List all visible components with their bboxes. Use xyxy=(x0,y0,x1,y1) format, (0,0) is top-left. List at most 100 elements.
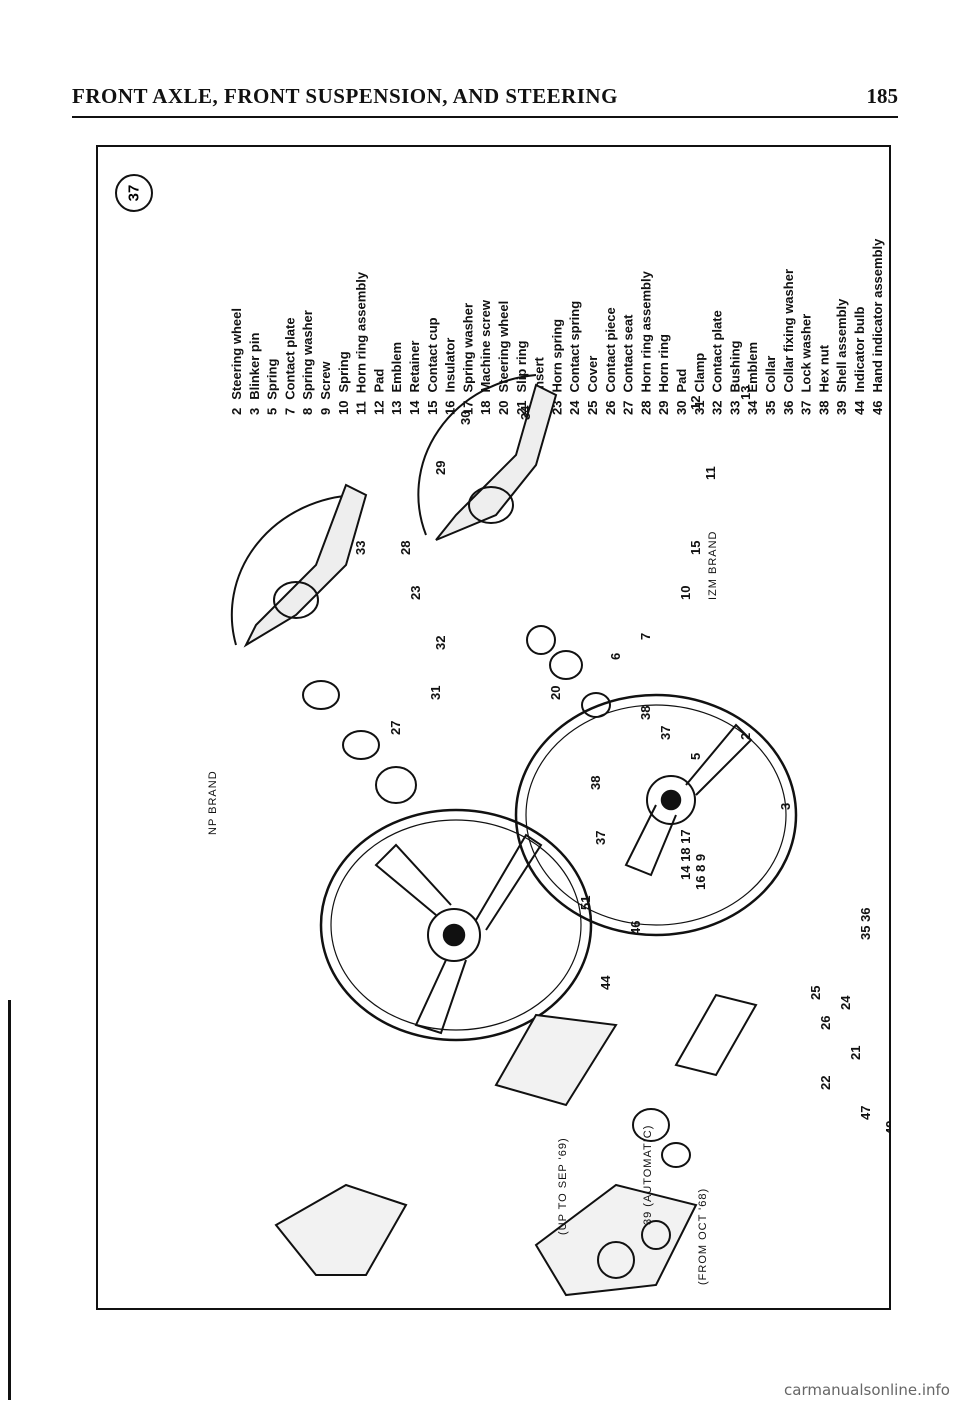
legend-label: Collar xyxy=(763,356,778,393)
legend-number: 9 xyxy=(318,408,333,415)
column-shells xyxy=(274,993,758,1297)
callout-10: 38 xyxy=(588,776,603,790)
callout-32: 21 xyxy=(848,1046,863,1060)
callout-36: 47 xyxy=(858,1106,873,1120)
legend-number: 27 xyxy=(621,401,636,415)
callout-labels: 3430292833233231272038371312111510763837… xyxy=(353,386,891,1135)
legend-label: Shell assembly xyxy=(834,298,849,393)
izm-horn-ring-assembly xyxy=(417,374,558,541)
legend-label: Pad xyxy=(674,369,689,393)
callout-12: 13 xyxy=(738,386,753,400)
legend-label: Slip ring xyxy=(514,340,529,392)
legend-item-3: 3Blinker pin xyxy=(247,333,262,415)
legend-label: Horn spring xyxy=(549,319,564,393)
legend-number: 21 xyxy=(514,401,529,415)
callout-22: 2 xyxy=(738,733,753,740)
legend-number: 8 xyxy=(300,408,315,415)
legend-label: Hand indicator assembly xyxy=(870,238,885,393)
legend-label: Clamp xyxy=(692,353,707,393)
page-header: FRONT AXLE, FRONT SUSPENSION, AND STEERI… xyxy=(72,84,898,114)
callout-30: 26 xyxy=(818,1016,833,1030)
legend-item-29: 29 Horn ring xyxy=(656,334,671,415)
callout-34: 35 36 xyxy=(858,907,873,940)
legend-label: Screw xyxy=(318,361,333,400)
legend-number: 15 xyxy=(425,401,440,415)
legend-number: 30 xyxy=(674,401,689,415)
callout-33: 22 xyxy=(818,1076,833,1090)
np-steering-wheel xyxy=(319,808,593,1042)
legend-number: 28 xyxy=(638,401,653,415)
legend-label: Contact cup xyxy=(425,317,440,392)
legend-item-2: 2Steering wheel xyxy=(229,308,244,415)
legend-label: Contact seat xyxy=(621,314,636,393)
legend-item-37: 37Lock washer xyxy=(799,314,814,415)
callout-1: 30 xyxy=(458,411,473,425)
legend-number: 31 xyxy=(692,401,707,415)
legend-label: Screw xyxy=(888,353,891,392)
legend-label: Spring xyxy=(265,359,280,400)
legend-item-8: 8 Spring washer xyxy=(300,310,315,415)
legend-number: 2 xyxy=(229,408,244,415)
page-title: FRONT AXLE, FRONT SUSPENSION, AND STEERI… xyxy=(72,84,618,108)
callout-7: 31 xyxy=(428,686,443,700)
legend-item-12: 12Pad xyxy=(371,369,386,415)
legend-number: 14 xyxy=(407,400,422,415)
legend-item-20: 20 Steering wheel xyxy=(496,301,511,415)
legend-number: 13 xyxy=(389,401,404,415)
callout-11: 37 xyxy=(593,831,608,845)
legend-item-25: 25Cover xyxy=(585,356,600,415)
legend-number: 25 xyxy=(585,401,600,415)
scan-edge-mark xyxy=(8,1000,11,1400)
legend-number: 11 xyxy=(354,401,369,415)
legend-label: Spring washer xyxy=(460,303,475,393)
callout-8: 27 xyxy=(388,721,403,735)
legend-label: Horn ring assembly xyxy=(638,270,653,392)
legend-label: Steering wheel xyxy=(496,301,511,393)
legend-label: Contact spring xyxy=(567,301,582,393)
figure-number-badge: 37 xyxy=(115,174,153,212)
callout-4: 33 xyxy=(353,541,368,555)
legend-item-34: 34Emblem xyxy=(745,342,760,415)
up-to-sep-note: (UP TO SEP '69) xyxy=(557,1137,569,1235)
legend-number: 20 xyxy=(496,401,511,415)
page-number: 185 xyxy=(866,84,899,108)
callout-25: 3 xyxy=(778,803,793,810)
legend-number: 36 xyxy=(781,401,796,415)
from-oct-note: (FROM OCT '68) xyxy=(697,1188,709,1285)
legend-number: 44 xyxy=(852,400,867,415)
legend-item-10: 10Spring xyxy=(336,351,351,415)
np-horn-ring-assembly xyxy=(230,483,368,648)
legend-item-9: 9 Screw xyxy=(318,361,333,415)
callout-20: 37 xyxy=(658,726,673,740)
legend-label: Horn ring assembly xyxy=(354,271,369,393)
callout-37: 49 xyxy=(883,1121,891,1135)
legend-item-27: 27 Contact seat xyxy=(621,314,636,415)
legend-item-28: 28 Horn ring assembly xyxy=(638,270,653,415)
legend-item-35: 35Collar xyxy=(763,356,778,415)
legend-item-31: 31 Clamp xyxy=(692,353,707,415)
legend-label: Pad xyxy=(371,369,386,393)
legend-number: 24 xyxy=(567,400,582,415)
legend-label: Emblem xyxy=(745,342,760,393)
legend-label: Horn ring xyxy=(656,334,671,393)
legend-label: Spring washer xyxy=(300,310,315,400)
header-rule xyxy=(72,116,898,118)
legend-item-11: 11 Horn ring assembly xyxy=(354,271,369,415)
legend-item-26: 26Contact piece xyxy=(603,307,618,415)
legend-label: Indicator bulb xyxy=(852,307,867,393)
legend-item-38: 38Hex nut xyxy=(816,344,831,415)
legend-item-14: 14Retainer xyxy=(407,341,422,416)
legend-number: 29 xyxy=(656,401,671,415)
callout-24: 16 8 9 xyxy=(693,854,708,890)
callout-19: 38 xyxy=(638,706,653,720)
small-parts xyxy=(302,625,691,1168)
legend-item-21: 21 Slip ring xyxy=(514,340,529,415)
legend-item-15: 15 Contact cup xyxy=(425,317,440,415)
callout-27: 46 xyxy=(628,921,643,935)
legend-item-17: 17Spring washer xyxy=(460,303,475,415)
callout-31: 24 xyxy=(838,995,853,1010)
legend-item-33: 33Bushing xyxy=(727,340,742,415)
callout-14: 11 xyxy=(703,466,718,480)
